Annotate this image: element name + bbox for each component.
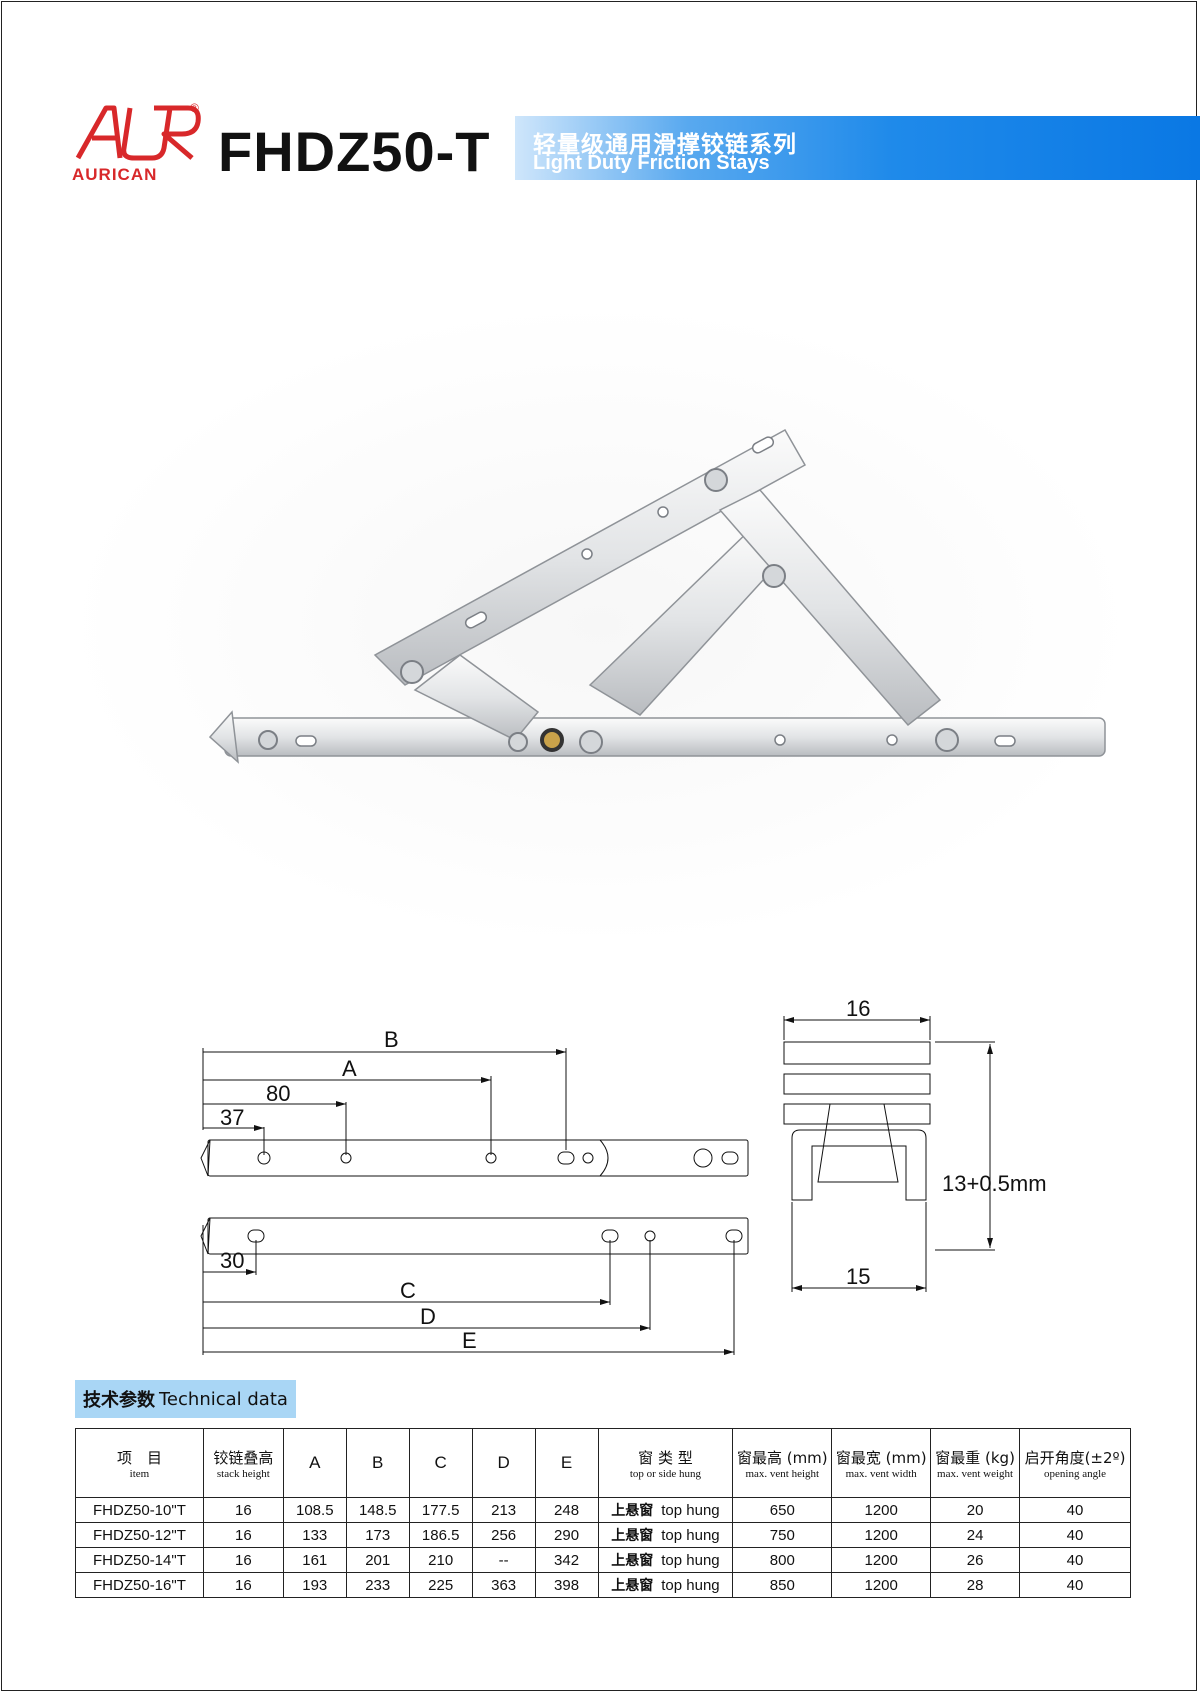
cell-a: 193	[282, 1572, 347, 1598]
registered-mark: ®	[190, 101, 199, 115]
cell-stack: 16	[202, 1572, 284, 1598]
technical-data-label-cn: 技术参数	[83, 1390, 155, 1411]
header-e: E	[534, 1428, 599, 1498]
table-row: FHDZ50-10"T 16 108.5 148.5 177.5 213 248…	[75, 1497, 1131, 1523]
cell-b: 233	[345, 1572, 410, 1598]
cell-angle: 40	[1019, 1522, 1131, 1548]
cell-c: 210	[408, 1547, 473, 1573]
header-a: A	[282, 1428, 347, 1498]
title-cn: 轻量级通用滑撑铰链系列	[533, 132, 797, 158]
cell-b: 201	[345, 1547, 410, 1573]
cell-a: 108.5	[282, 1497, 347, 1523]
cell-d: 256	[471, 1522, 536, 1548]
cell-weight: 24	[930, 1522, 1021, 1548]
header-opening-angle: 启开角度(±2º)opening angle	[1019, 1428, 1131, 1498]
header-max-width: 窗最宽 (mm)max. vent width	[831, 1428, 932, 1498]
cell-item: FHDZ50-10"T	[75, 1497, 204, 1523]
cell-e: 290	[534, 1522, 599, 1548]
dim-b: B	[384, 1027, 399, 1052]
cell-height: 800	[732, 1547, 833, 1573]
header-c: C	[408, 1428, 473, 1498]
dim-c: C	[400, 1278, 416, 1303]
cell-b: 173	[345, 1522, 410, 1548]
cell-height: 750	[732, 1522, 833, 1548]
cell-stack: 16	[202, 1497, 284, 1523]
cell-e: 398	[534, 1572, 599, 1598]
cell-item: FHDZ50-12"T	[75, 1522, 204, 1548]
cell-e: 248	[534, 1497, 599, 1523]
cell-stack: 16	[202, 1547, 284, 1573]
cell-d: 363	[471, 1572, 536, 1598]
cell-stack: 16	[202, 1522, 284, 1548]
cell-d: --	[471, 1547, 536, 1573]
header-d: D	[471, 1428, 536, 1498]
brand-name: AURICAN	[72, 165, 157, 184]
cell-b: 148.5	[345, 1497, 410, 1523]
cell-a: 133	[282, 1522, 347, 1548]
technical-drawing: B A 80 37 30 C D E 16 15 13+0.5mm	[200, 1000, 1047, 1355]
cell-weight: 28	[930, 1572, 1021, 1598]
cell-height: 650	[732, 1497, 833, 1523]
cell-width: 1200	[831, 1497, 932, 1523]
header-b: B	[345, 1428, 410, 1498]
cell-width: 1200	[831, 1547, 932, 1573]
cell-height: 850	[732, 1572, 833, 1598]
header-max-height: 窗最高 (mm)max. vent height	[732, 1428, 833, 1498]
aurican-logo: ® AURICAN	[72, 101, 201, 184]
title-banner: 轻量级通用滑撑铰链系列 Light Duty Friction Stays	[515, 116, 1200, 180]
dim-e: E	[462, 1328, 477, 1353]
dim-30: 30	[220, 1248, 244, 1273]
technical-data-label: 技术参数 Technical data	[75, 1380, 296, 1418]
friction-stay-illustration	[208, 428, 1106, 764]
cell-angle: 40	[1019, 1547, 1131, 1573]
cell-width: 1200	[831, 1522, 932, 1548]
dim-37: 37	[220, 1105, 244, 1130]
title-en: Light Duty Friction Stays	[533, 152, 770, 174]
technical-data-label-en: Technical data	[159, 1388, 288, 1410]
cell-width: 1200	[831, 1572, 932, 1598]
table-row: FHDZ50-12"T 16 133 173 186.5 256 290 上悬窗…	[75, 1522, 1131, 1548]
cell-angle: 40	[1019, 1572, 1131, 1598]
product-photo	[60, 300, 1140, 950]
cell-item: FHDZ50-16"T	[75, 1572, 204, 1598]
cell-d: 213	[471, 1497, 536, 1523]
cell-c: 186.5	[408, 1522, 473, 1548]
dim-width-16: 16	[846, 1000, 870, 1021]
dim-d: D	[420, 1304, 436, 1329]
header-max-weight: 窗最重 (kg)max. vent weight	[930, 1428, 1021, 1498]
cell-c: 225	[408, 1572, 473, 1598]
dim-a: A	[342, 1056, 357, 1081]
cell-weight: 26	[930, 1547, 1021, 1573]
cell-c: 177.5	[408, 1497, 473, 1523]
dim-height: 13+0.5mm	[942, 1171, 1047, 1196]
cell-angle: 40	[1019, 1497, 1131, 1523]
cell-a: 161	[282, 1547, 347, 1573]
cell-e: 342	[534, 1547, 599, 1573]
cell-item: FHDZ50-14"T	[75, 1547, 204, 1573]
cell-weight: 20	[930, 1497, 1021, 1523]
model-title: FHDZ50-T	[218, 120, 491, 183]
dim-width-15: 15	[846, 1264, 870, 1289]
dim-80: 80	[266, 1081, 290, 1106]
